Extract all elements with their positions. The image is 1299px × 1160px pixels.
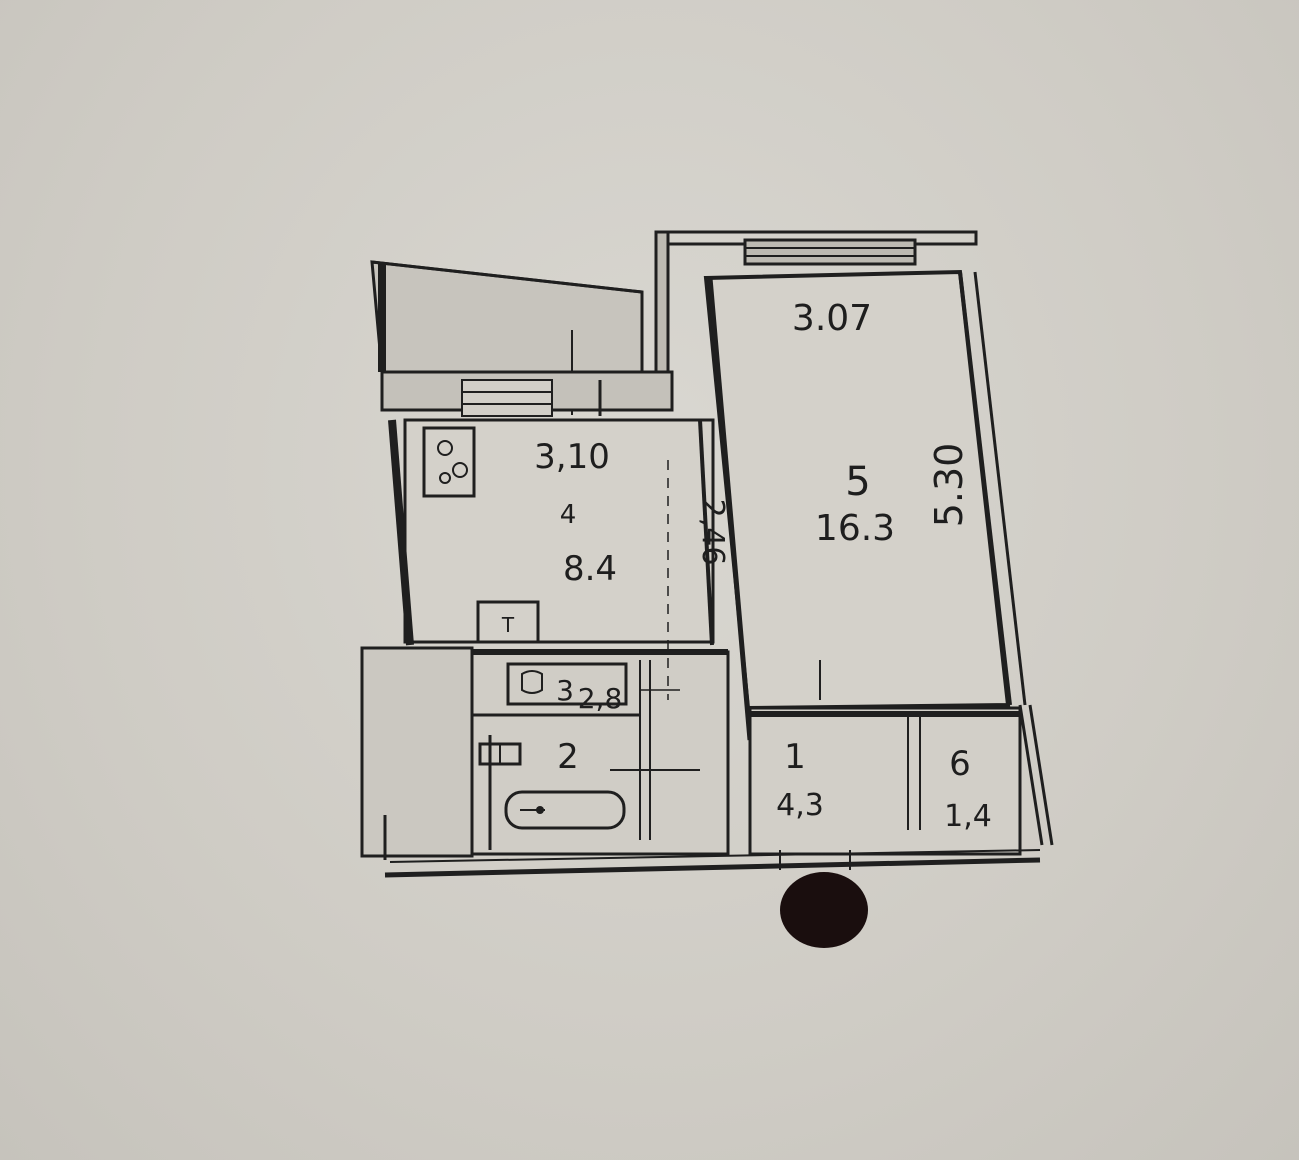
lower-block <box>360 646 920 858</box>
room-6-number: 6 <box>949 744 971 784</box>
room-3-number: 3 <box>556 674 574 707</box>
stove-icon <box>422 426 476 498</box>
room-4-kitchen <box>388 418 715 646</box>
room-1-area: 4,3 <box>776 788 824 823</box>
corridor-and-storage <box>748 704 1054 856</box>
room-4-number: 4 <box>560 500 577 530</box>
room-1-number: 1 <box>784 737 806 777</box>
room4-length-dimension: 2,46 <box>695 499 730 566</box>
bottom-outer-wall <box>383 815 1041 878</box>
room4-width-dimension: 3,10 <box>534 437 610 477</box>
dimension-marks <box>640 460 700 700</box>
room-4-area: 8.4 <box>563 549 617 589</box>
shaft-label: T <box>501 613 515 637</box>
room-5-number: 5 <box>845 459 870 505</box>
shaft-box: T <box>476 600 540 644</box>
room-6-area: 1,4 <box>944 799 992 834</box>
room-2-number: 2 <box>557 737 579 777</box>
washbasin-icon <box>506 662 628 706</box>
room5-top-wall <box>654 230 978 382</box>
room5-width-dimension: 3.07 <box>792 298 872 339</box>
room-3-area: 2,8 <box>578 682 623 715</box>
room-5-area: 16.3 <box>815 508 895 549</box>
balcony-wall <box>380 370 674 417</box>
bathtub-icon <box>504 790 626 830</box>
toilet-icon <box>478 742 522 766</box>
room-5-living <box>703 269 1027 741</box>
redaction-blot <box>780 872 868 948</box>
room5-length-dimension: 5.30 <box>927 443 971 528</box>
